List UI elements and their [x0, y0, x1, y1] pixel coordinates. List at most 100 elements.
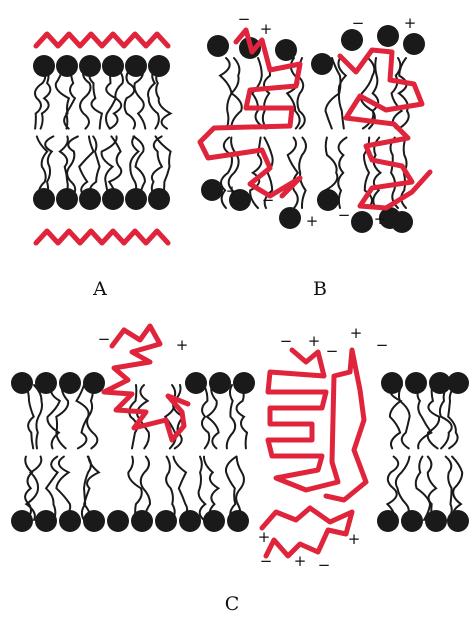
charge-label: − [262, 191, 275, 209]
charge-label: − [376, 336, 389, 354]
charge-label: + [226, 182, 239, 200]
lipid-head [227, 510, 249, 532]
lipid-head [447, 372, 469, 394]
lipid-head [79, 55, 101, 77]
lipid-tail [77, 385, 89, 448]
lipid-head [391, 211, 413, 233]
lipid-head [405, 372, 427, 394]
charge-label: + [294, 552, 307, 570]
lipid-tail [67, 136, 78, 197]
transmembrane-protein-loop [262, 508, 352, 556]
lipid-head [148, 188, 170, 210]
lipid-head [317, 189, 339, 211]
charge-label: + [374, 210, 387, 228]
lipid-head [341, 29, 363, 51]
lipid-tail [87, 385, 97, 448]
charge-label: − [260, 552, 273, 570]
lipid-head [11, 510, 33, 532]
lipid-tail [399, 58, 409, 129]
lipid-tail [26, 457, 41, 520]
lipid-head [351, 211, 373, 233]
lipid-tail [446, 457, 452, 520]
lipid-head [203, 510, 225, 532]
lipid-head [35, 372, 57, 394]
lipid-head [403, 33, 425, 55]
charge-label: − [238, 10, 251, 28]
lipid-tail [227, 385, 235, 448]
lipid-tail [133, 136, 145, 197]
lipid-tail [448, 385, 457, 448]
lipid-head [207, 35, 229, 57]
lipid-head [381, 372, 403, 394]
lipid-head [209, 372, 231, 394]
charge-label: − [318, 556, 331, 574]
lipid-head [148, 55, 170, 77]
charge-label: − [98, 330, 111, 348]
panel-c-bilayer: −+−+−+−+−+−+ [11, 324, 469, 574]
lipid-head [447, 510, 469, 532]
lipid-tail [26, 385, 34, 448]
lipid-head [33, 188, 55, 210]
lipid-head [275, 39, 297, 61]
lipid-head [102, 55, 124, 77]
peripheral-protein-top [36, 34, 168, 46]
lipid-head [83, 372, 105, 394]
lipid-head [131, 510, 153, 532]
lipid-tail [34, 385, 42, 448]
charge-label: + [348, 530, 361, 548]
lipid-head [377, 510, 399, 532]
lipid-head [425, 510, 447, 532]
lipid-head [56, 188, 78, 210]
lipid-head [107, 510, 129, 532]
lipid-head [11, 372, 33, 394]
lipid-head [377, 25, 399, 47]
lipid-head [79, 188, 101, 210]
lipid-tail [110, 68, 123, 129]
charge-label: + [258, 528, 271, 546]
lipid-tail [106, 68, 116, 129]
lipid-tail [416, 457, 430, 520]
lipid-head [59, 510, 81, 532]
transmembrane-protein [268, 350, 366, 500]
lipid-head [279, 207, 301, 229]
lipid-head [401, 510, 423, 532]
lipid-tail [236, 385, 247, 448]
lipid-tail [130, 136, 138, 197]
charge-label: + [306, 212, 319, 230]
lipid-tail [199, 457, 206, 520]
transmembrane-protein [340, 50, 430, 208]
panel-a-bilayer [33, 34, 171, 243]
lipid-tail [134, 68, 145, 129]
lipid-tail [56, 385, 68, 448]
panel-label-c: C [225, 593, 240, 615]
charge-label: + [350, 324, 363, 342]
lipid-tail [45, 136, 53, 197]
lipid-head [56, 55, 78, 77]
panel-label-b: B [313, 278, 327, 300]
charge-label: + [404, 14, 417, 32]
lipid-tail [25, 457, 32, 520]
lipid-tail [390, 138, 398, 209]
lipid-head [35, 510, 57, 532]
lipid-head [155, 510, 177, 532]
lipid-head [125, 188, 147, 210]
lipid-head [125, 55, 147, 77]
lipid-head [201, 179, 223, 201]
lipid-tail [399, 385, 410, 448]
lipid-head [311, 53, 333, 75]
lipid-head [102, 188, 124, 210]
lipid-tail [288, 138, 298, 209]
lipid-tail [373, 138, 380, 209]
charge-label: − [280, 332, 293, 350]
lipid-head [185, 372, 207, 394]
lipid-tail [125, 68, 135, 129]
lipid-tail [60, 136, 68, 197]
panel-b-bilayer: −+−++−+−+ [200, 10, 430, 233]
charge-label: − [338, 206, 351, 224]
lipid-head [33, 55, 55, 77]
charge-label: + [176, 336, 189, 354]
lipid-tail [102, 136, 117, 197]
charge-label: + [260, 20, 273, 38]
